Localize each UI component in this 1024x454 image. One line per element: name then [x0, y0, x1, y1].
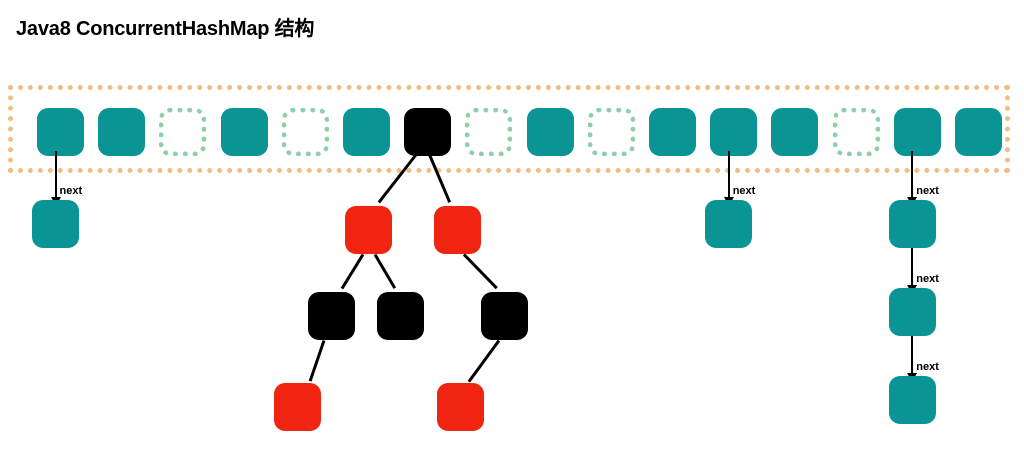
bucket-cell-7[interactable] [465, 108, 512, 156]
tree-edge-l1n1-right [462, 253, 497, 289]
chain-bucket-14-arrow-0 [911, 151, 913, 198]
bucket-cell-3[interactable] [221, 108, 268, 156]
bucket-cell-9[interactable] [588, 108, 635, 156]
chain-bucket-0-node-0[interactable] [32, 200, 79, 248]
bucket-cell-1[interactable] [98, 108, 145, 156]
bucket-cell-11[interactable] [710, 108, 757, 156]
chain-bucket-11-node-0[interactable] [705, 200, 752, 248]
red-black-tree-bucket-6-l3-node-1[interactable] [437, 383, 484, 431]
bucket-cell-4[interactable] [282, 108, 329, 156]
bucket-cell-5[interactable] [343, 108, 390, 156]
tree-edge-l1n0-left [340, 253, 364, 289]
red-black-tree-bucket-6-l2-node-0[interactable] [308, 292, 355, 340]
bucket-cell-13[interactable] [833, 108, 880, 156]
bucket-cell-14[interactable] [894, 108, 941, 156]
bucket-cell-6[interactable] [404, 108, 451, 156]
chain-bucket-14-node-2[interactable] [889, 376, 936, 424]
chain-bucket-14-arrow-2-label: next [916, 361, 939, 373]
tree-edge-l2n2-left [467, 339, 499, 382]
chain-bucket-14-node-0[interactable] [889, 200, 936, 248]
chain-bucket-11-arrow-0-label: next [733, 185, 756, 197]
red-black-tree-bucket-6-l2-node-2[interactable] [481, 292, 528, 340]
chain-bucket-14-arrow-2 [911, 336, 913, 374]
chain-bucket-14-arrow-1-label: next [916, 273, 939, 285]
red-black-tree-bucket-6-l1-node-1[interactable] [434, 206, 481, 254]
red-black-tree-bucket-6-l2-node-1[interactable] [377, 292, 424, 340]
hash-bucket-array [8, 85, 1010, 173]
chain-bucket-14-arrow-1 [911, 248, 913, 286]
bucket-cell-2[interactable] [159, 108, 206, 156]
bucket-cell-12[interactable] [771, 108, 818, 156]
chain-bucket-0-arrow-0 [55, 151, 57, 198]
tree-edge-l2n0-left [308, 340, 325, 382]
chain-bucket-11-arrow-0 [728, 151, 730, 198]
tree-edge-l1n0-right [373, 253, 396, 289]
red-black-tree-bucket-6-l1-node-0[interactable] [345, 206, 392, 254]
red-black-tree-bucket-6-l3-node-0[interactable] [274, 383, 321, 431]
chain-bucket-14-arrow-0-label: next [916, 185, 939, 197]
chain-bucket-0-arrow-0-label: next [60, 185, 83, 197]
bucket-cell-0[interactable] [37, 108, 84, 156]
page-title: Java8 ConcurrentHashMap 结构 [16, 12, 314, 41]
bucket-cell-8[interactable] [527, 108, 574, 156]
bucket-cell-10[interactable] [649, 108, 696, 156]
bucket-cell-15[interactable] [955, 108, 1002, 156]
chain-bucket-14-node-1[interactable] [889, 288, 936, 336]
